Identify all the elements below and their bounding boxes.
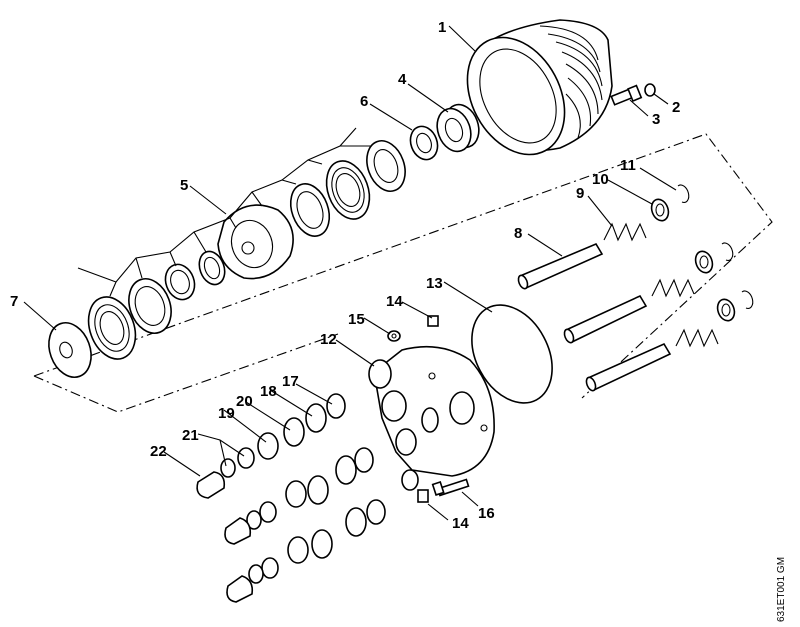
part-4-seal bbox=[436, 103, 480, 153]
part-9-springs bbox=[603, 222, 719, 348]
callout-19: 19 bbox=[218, 405, 235, 422]
part-11-circlips bbox=[677, 184, 754, 309]
part-2-washer bbox=[644, 83, 656, 97]
callout-22: 22 bbox=[150, 443, 167, 460]
leader-lines bbox=[23, 25, 677, 521]
callout-17: 17 bbox=[282, 373, 299, 390]
part-18-valve-springs bbox=[305, 403, 367, 537]
callout-9: 9 bbox=[576, 185, 584, 202]
part-13-o-ring bbox=[471, 304, 553, 404]
part-5-bearing-group bbox=[77, 127, 406, 360]
callout-1: 1 bbox=[438, 19, 446, 36]
callout-5: 5 bbox=[180, 177, 188, 194]
callout-14-lower: 14 bbox=[452, 515, 469, 532]
callout-18: 18 bbox=[260, 383, 277, 400]
part-8-pistons bbox=[517, 242, 672, 392]
callout-6: 6 bbox=[360, 93, 368, 110]
part-17-valve-cages bbox=[326, 393, 386, 525]
callout-2: 2 bbox=[672, 99, 680, 116]
callout-4: 4 bbox=[398, 71, 407, 88]
part-3-screw bbox=[610, 84, 643, 106]
callout-14-upper: 14 bbox=[386, 293, 403, 310]
assembly-line-upper bbox=[33, 133, 773, 399]
part-10-seats bbox=[650, 198, 736, 322]
callout-21: 21 bbox=[182, 427, 199, 444]
callout-15: 15 bbox=[348, 311, 365, 328]
callout-16: 16 bbox=[478, 505, 495, 522]
part-14-plug-upper bbox=[427, 315, 439, 327]
callout-12: 12 bbox=[320, 331, 337, 348]
part-14-plug-lower bbox=[417, 489, 429, 503]
part-6-ring bbox=[409, 125, 439, 161]
callout-8: 8 bbox=[514, 225, 522, 242]
callout-11: 11 bbox=[620, 157, 636, 174]
part-20-o-rings bbox=[283, 417, 333, 559]
callout-10: 10 bbox=[592, 171, 609, 188]
callout-13: 13 bbox=[426, 275, 443, 292]
part-12-pump-head bbox=[368, 345, 495, 491]
part-7-washer bbox=[48, 322, 92, 378]
part-22-valve-plugs bbox=[196, 471, 254, 603]
part-21-valve-discs bbox=[220, 447, 279, 584]
assembly-line-lower bbox=[33, 333, 339, 413]
callout-7: 7 bbox=[10, 293, 18, 310]
part-1-housing bbox=[466, 19, 613, 156]
callout-3: 3 bbox=[652, 111, 660, 128]
part-19-valve-seats bbox=[257, 432, 309, 564]
callout-20: 20 bbox=[236, 393, 253, 410]
document-code: 631ET001 GM bbox=[776, 556, 787, 622]
part-16-screw bbox=[431, 478, 470, 497]
part-15-plug bbox=[387, 330, 401, 342]
